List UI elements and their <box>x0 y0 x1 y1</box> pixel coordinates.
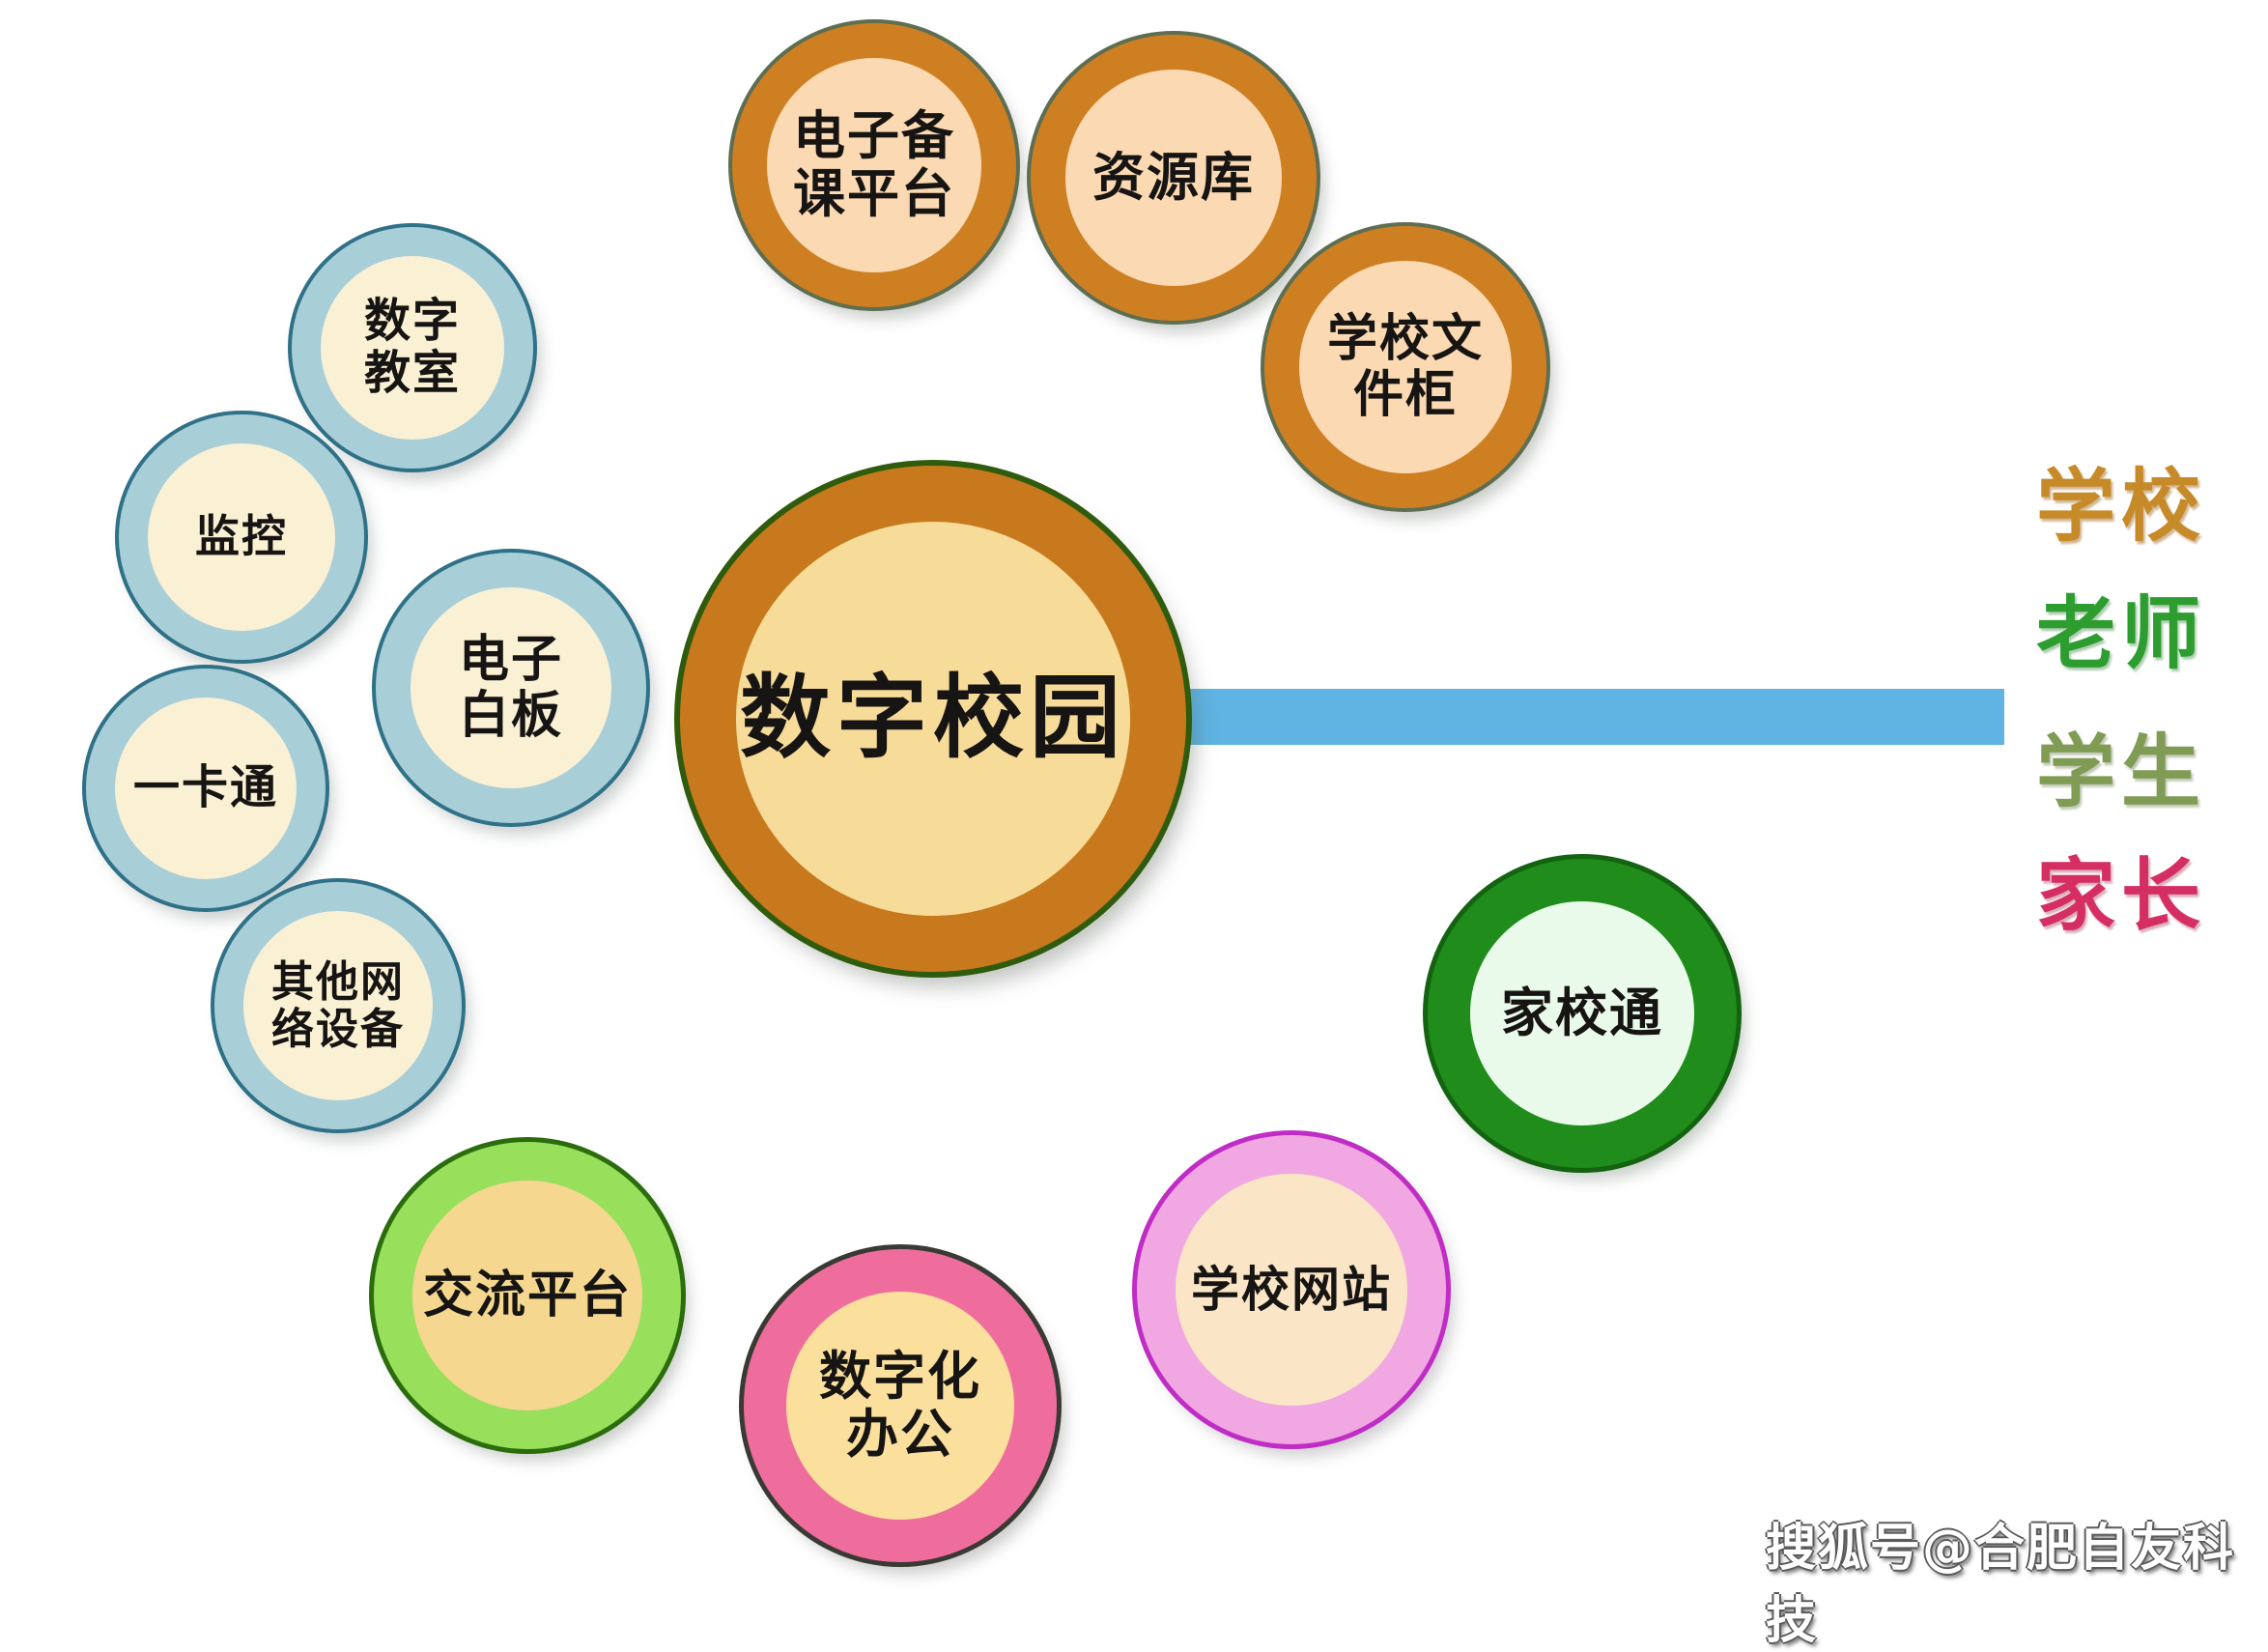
node-resource-library: 资源库 <box>1031 35 1317 321</box>
legend-teacher: 老师 <box>2036 588 2207 680</box>
legend-student: 学生 <box>2036 726 2207 818</box>
node-digital-classroom: 数字 教室 <box>292 227 533 469</box>
node-home-school-link: 家校通 <box>1428 859 1737 1168</box>
node-school-file-cabinet: 学校文 件柜 <box>1264 226 1546 508</box>
digital-campus-diagram: 数字校园 电子备 课平台 资源库 学校文 件柜 数字 教室 监控 电子 白板 一… <box>86 23 2233 1650</box>
node-digital-campus: 数字校园 <box>680 466 1186 972</box>
node-digital-office: 数字化 办公 <box>744 1249 1057 1562</box>
node-e-lesson-prep-platform: 电子备 课平台 <box>732 23 1016 307</box>
node-other-network-devices: 其他网 络设备 <box>214 882 462 1129</box>
legend-parent: 家长 <box>2036 850 2207 942</box>
watermark: 搜狐号@合肥自友科技 <box>1766 1520 2236 1650</box>
node-one-card-pass: 一卡通 <box>86 669 326 908</box>
node-e-whiteboard: 电子 白板 <box>376 553 646 823</box>
connector-bar <box>1178 689 2004 745</box>
legend-school: 学校 <box>2036 461 2207 553</box>
node-school-website: 学校网站 <box>1137 1135 1446 1444</box>
node-communication-platform: 交流平台 <box>374 1142 681 1449</box>
node-monitoring: 监控 <box>119 414 364 660</box>
